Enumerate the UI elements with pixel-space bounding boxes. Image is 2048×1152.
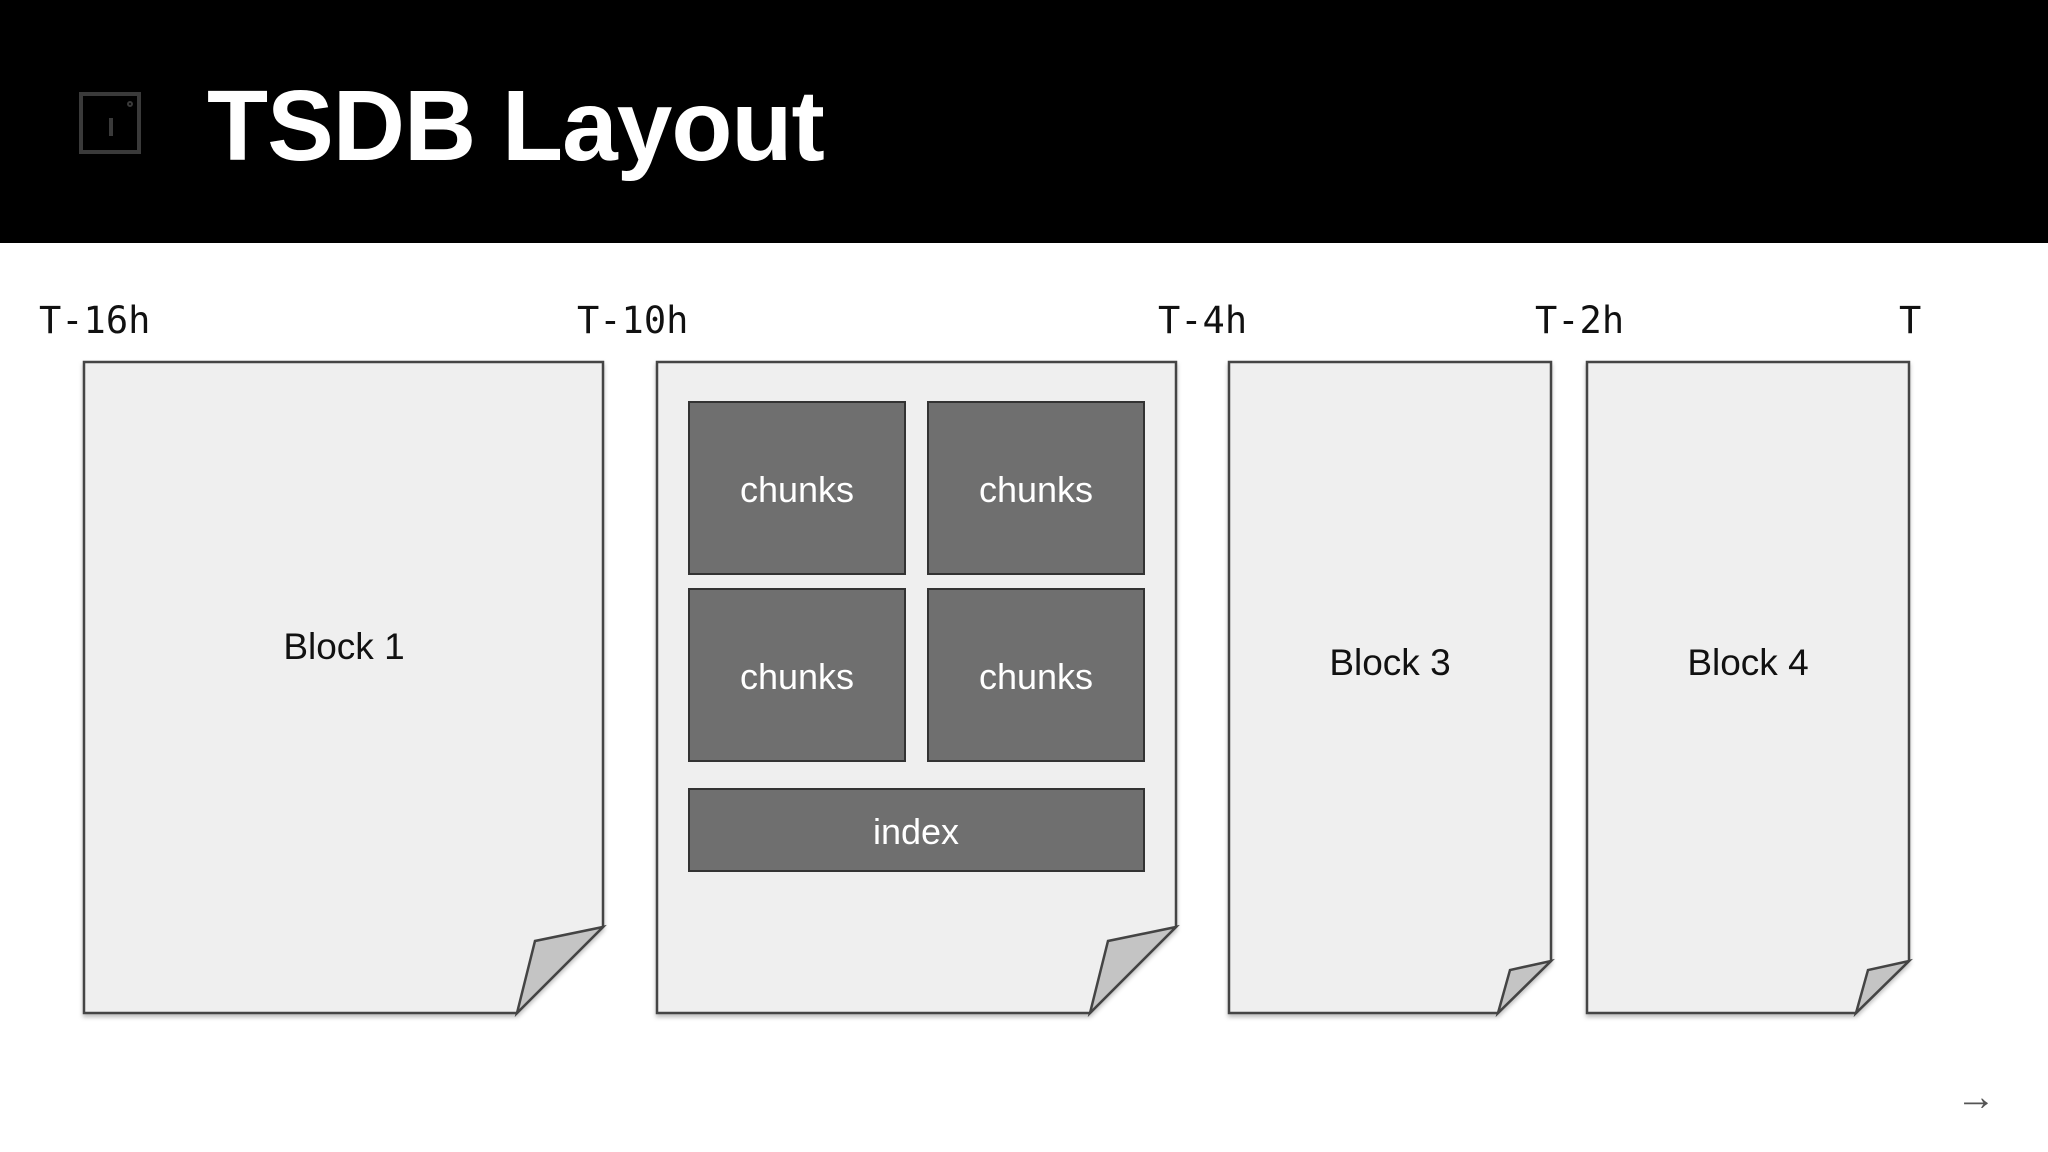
block-1-fold [514,924,607,1018]
chunk-box [927,588,1145,762]
block-4-fold [1853,958,1913,1018]
next-slide-arrow-icon[interactable]: → [1956,1075,1996,1119]
block-3-label: Block 3 [1329,642,1450,683]
block-4-page [1585,360,1911,1015]
chunk-label: chunks [979,656,1093,697]
time-label-t: T [1899,299,1922,342]
block-4-label: Block 4 [1687,642,1808,683]
block-3-page [1227,360,1553,1015]
chunk-box [688,588,906,762]
block-1-label: Block 1 [283,626,404,667]
chunk-label: chunks [979,469,1093,510]
time-label-t-10h: T-10h [577,299,689,342]
block-4: Block 4 [1585,360,1913,1018]
index-box [688,788,1145,872]
chunk-label: chunks [740,469,854,510]
logo-bar [109,118,113,136]
page-title: TSDB Layout [207,70,825,182]
block-3-fold [1495,958,1555,1018]
chunk-label: chunks [740,656,854,697]
index-label: index [873,811,959,852]
logo-icon [79,92,141,154]
block-2: chunks chunks chunks chunks index [655,360,1180,1018]
block-2-fold [1087,924,1180,1018]
time-label-t-4h: T-4h [1158,299,1248,342]
block-1: Block 1 [82,360,607,1018]
time-label-t-16h: T-16h [39,299,151,342]
block-3: Block 3 [1227,360,1555,1018]
time-label-t-2h: T-2h [1535,299,1625,342]
chunk-box [688,401,906,575]
block-1-page [82,360,605,1015]
header-bar: TSDB Layout [0,0,2048,243]
chunk-box [927,401,1145,575]
logo-dot [127,101,133,107]
